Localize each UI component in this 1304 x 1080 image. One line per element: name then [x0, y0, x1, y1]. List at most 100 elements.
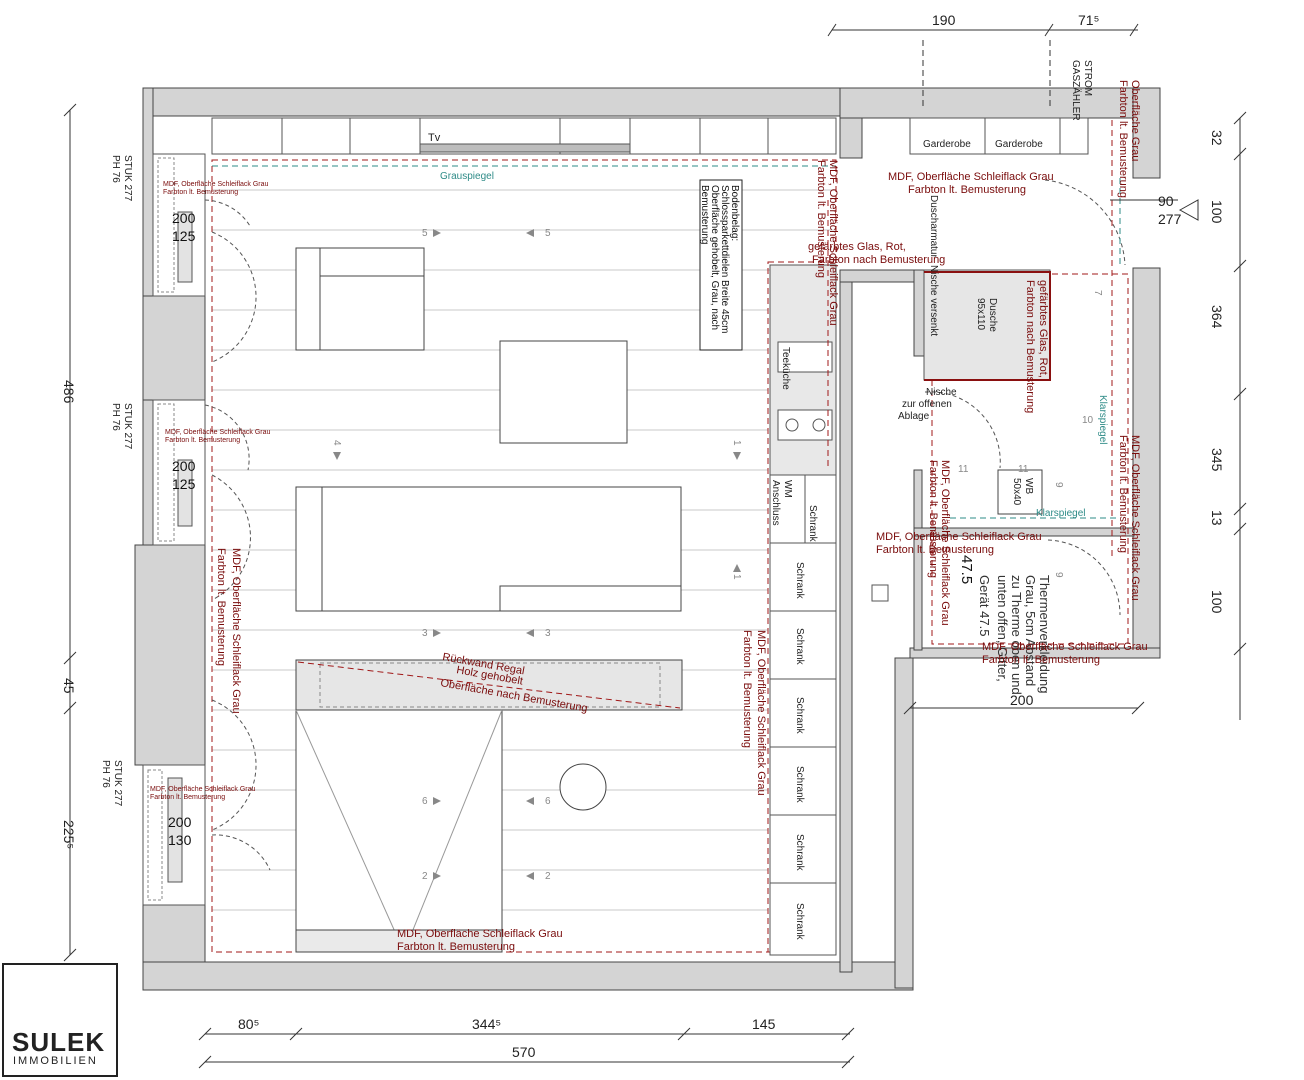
level-marker	[1178, 199, 1199, 221]
svg-text:47.5: 47.5	[958, 555, 975, 584]
svg-text:Schrank: Schrank	[794, 697, 805, 735]
duscharmatur-label: Duscharmatur	[928, 195, 939, 258]
coffee-table	[499, 340, 628, 444]
svg-text:277: 277	[1158, 211, 1182, 227]
svg-text:13: 13	[1209, 510, 1225, 526]
svg-text:3: 3	[545, 628, 551, 639]
svg-text:PH 76: PH 76	[110, 155, 121, 183]
svg-text:MDF, Oberfläche Schleiflack Gr: MDF, Oberfläche Schleiflack Grau	[755, 630, 767, 796]
svg-text:200: 200	[172, 210, 196, 226]
svg-text:200: 200	[172, 458, 196, 474]
svg-text:2: 2	[545, 871, 551, 882]
svg-text:Schrank: Schrank	[794, 903, 805, 941]
shelf	[295, 659, 683, 711]
svg-text:145: 145	[752, 1016, 776, 1032]
svg-text:Farbton lt. Bemusterung: Farbton lt. Bemusterung	[1117, 435, 1129, 553]
svg-text:1: 1	[731, 574, 742, 580]
svg-text:125: 125	[172, 476, 196, 492]
svg-text:Bodenbelag:: Bodenbelag:	[729, 185, 740, 241]
tv-cabinet	[211, 117, 837, 155]
svg-text:9: 9	[1053, 482, 1064, 488]
svg-text:Thermenverkleidung: Thermenverkleidung	[1037, 575, 1052, 694]
svg-text:9: 9	[1053, 572, 1064, 578]
svg-text:200: 200	[1010, 692, 1034, 708]
wash-basin	[997, 469, 1043, 515]
window-1-text: PH 76 STUK 277 MDF, Oberfläche Schleifla…	[110, 155, 269, 244]
window-2	[152, 399, 251, 601]
svg-text:Farbton nach Bemusterung: Farbton nach Bemusterung	[1024, 280, 1036, 413]
svg-text:Schrank: Schrank	[794, 834, 805, 872]
svg-text:130: 130	[168, 832, 192, 848]
shaft	[871, 584, 889, 602]
wb-label-1: WB	[1023, 478, 1034, 494]
svg-text:Farbton lt. Bemusterung: Farbton lt. Bemusterung	[150, 794, 225, 801]
svg-text:Farbton lt. Bemusterung: Farbton lt. Bemusterung	[815, 160, 827, 278]
svg-text:Schrank: Schrank	[794, 562, 805, 600]
svg-text:Farbton lt. Bemusterung: Farbton lt. Bemusterung	[165, 437, 240, 444]
therme-text: Thermenverkleidung Grau, 5cm Abstand zu …	[958, 555, 1052, 695]
sulek-logo: SULEK IMMOBILIEN	[2, 963, 118, 1077]
window-1	[152, 153, 257, 363]
svg-text:570: 570	[512, 1044, 536, 1060]
svg-text:Grau, 5cm Abstand: Grau, 5cm Abstand	[1023, 575, 1038, 686]
svg-text:486: 486	[61, 380, 77, 404]
svg-text:11: 11	[1018, 464, 1029, 475]
svg-text:1: 1	[731, 440, 742, 446]
shower-glass	[924, 271, 1051, 381]
svg-text:Schrank: Schrank	[807, 505, 818, 543]
svg-text:Farbton lt. Bemusterung: Farbton lt. Bemusterung	[741, 630, 753, 748]
entrance-door	[1044, 179, 1126, 266]
svg-text:MDF, Oberfläche Schleiflack Gr: MDF, Oberfläche Schleiflack Grau	[1129, 435, 1141, 601]
svg-text:10: 10	[1082, 415, 1094, 426]
strom-label-2: GASZÄHLER	[1070, 60, 1082, 121]
logo-sub: IMMOBILIEN	[13, 1055, 98, 1067]
svg-text:190: 190	[932, 12, 956, 28]
svg-text:7: 7	[1092, 290, 1103, 296]
svg-text:364: 364	[1209, 305, 1225, 329]
klarspiegel-v-label: Klarspiegel	[1097, 395, 1108, 444]
svg-text:125: 125	[172, 228, 196, 244]
nische-1: Nische	[926, 387, 957, 398]
svg-text:PH 76: PH 76	[100, 760, 111, 788]
dusche-label-2: 95x110	[975, 298, 986, 331]
svg-text:45: 45	[61, 678, 77, 694]
svg-text:MDF, Oberfläche Schleiflack Gr: MDF, Oberfläche Schleiflack Grau	[230, 548, 242, 714]
svg-text:MDF, Oberfläche Schleiflack Gr: MDF, Oberfläche Schleiflack Grau	[876, 531, 1042, 543]
nische-2: zur offenen	[902, 399, 952, 410]
svg-text:200: 200	[168, 814, 192, 830]
svg-text:Farbton lt. Bemusterung: Farbton lt. Bemusterung	[927, 460, 939, 578]
wardrobe-labels: WM Anschluss Schrank Schrank Schrank Sch…	[770, 480, 818, 941]
svg-text:Bemusterung: Bemusterung	[699, 185, 710, 244]
window-3-text: PH 76 STUK 277 MDF, Oberfläche Schleifla…	[100, 760, 256, 848]
svg-text:Farbton nach Bemusterung: Farbton nach Bemusterung	[812, 254, 945, 266]
svg-text:Farbton lt. Bemusterung: Farbton lt. Bemusterung	[163, 189, 238, 196]
svg-text:Farbton lt. Bemusterung: Farbton lt. Bemusterung	[397, 941, 515, 953]
svg-text:WM: WM	[782, 480, 793, 498]
svg-text:MDF, Oberfläche Schleiflack Gr: MDF, Oberfläche Schleiflack Grau	[150, 786, 256, 793]
garderobe-label-2: Garderobe	[995, 139, 1043, 150]
svg-text:MDF, Oberfläche Schleiflack Gr: MDF, Oberfläche Schleiflack Grau	[939, 460, 951, 626]
svg-text:Schrank: Schrank	[794, 628, 805, 666]
svg-text:MDF, Oberfläche Schleiflack Gr: MDF, Oberfläche Schleiflack Grau	[397, 928, 563, 940]
svg-text:6: 6	[422, 796, 428, 807]
svg-text:6: 6	[545, 796, 551, 807]
svg-text:PH 76: PH 76	[110, 403, 121, 431]
tv-label: Tv	[428, 132, 441, 144]
boden-note: Bodenbelag: Schlossparkettdielen Breite …	[699, 179, 743, 351]
svg-text:Oberfläche gehobelt, Grau, nac: Oberfläche gehobelt, Grau, nach	[709, 185, 720, 330]
svg-text:71⁵: 71⁵	[1078, 12, 1099, 28]
svg-text:5: 5	[422, 228, 428, 239]
armchair	[295, 247, 425, 351]
svg-text:MDF, Oberfläche Schleiflack Gr: MDF, Oberfläche Schleiflack Grau	[888, 171, 1054, 183]
wc-door	[924, 391, 1001, 469]
svg-text:STUK 277: STUK 277	[122, 403, 133, 450]
svg-text:Farbton lt. Bemusterung: Farbton lt. Bemusterung	[1117, 80, 1129, 198]
svg-text:MDF, Oberfläche Schleiflack Gr: MDF, Oberfläche Schleiflack Grau	[163, 181, 269, 188]
wb-label-2: 50x40	[1011, 478, 1022, 506]
svg-text:STUK 277: STUK 277	[112, 760, 123, 807]
window-3	[142, 699, 271, 906]
svg-text:STUK 277: STUK 277	[122, 155, 133, 202]
svg-text:Schlossparkettdielen Breite 45: Schlossparkettdielen Breite 45cm	[719, 185, 730, 333]
svg-text:344⁵: 344⁵	[472, 1016, 501, 1032]
svg-text:MDF, Oberfläche Schleiflack Gr: MDF, Oberfläche Schleiflack Grau	[165, 429, 271, 436]
